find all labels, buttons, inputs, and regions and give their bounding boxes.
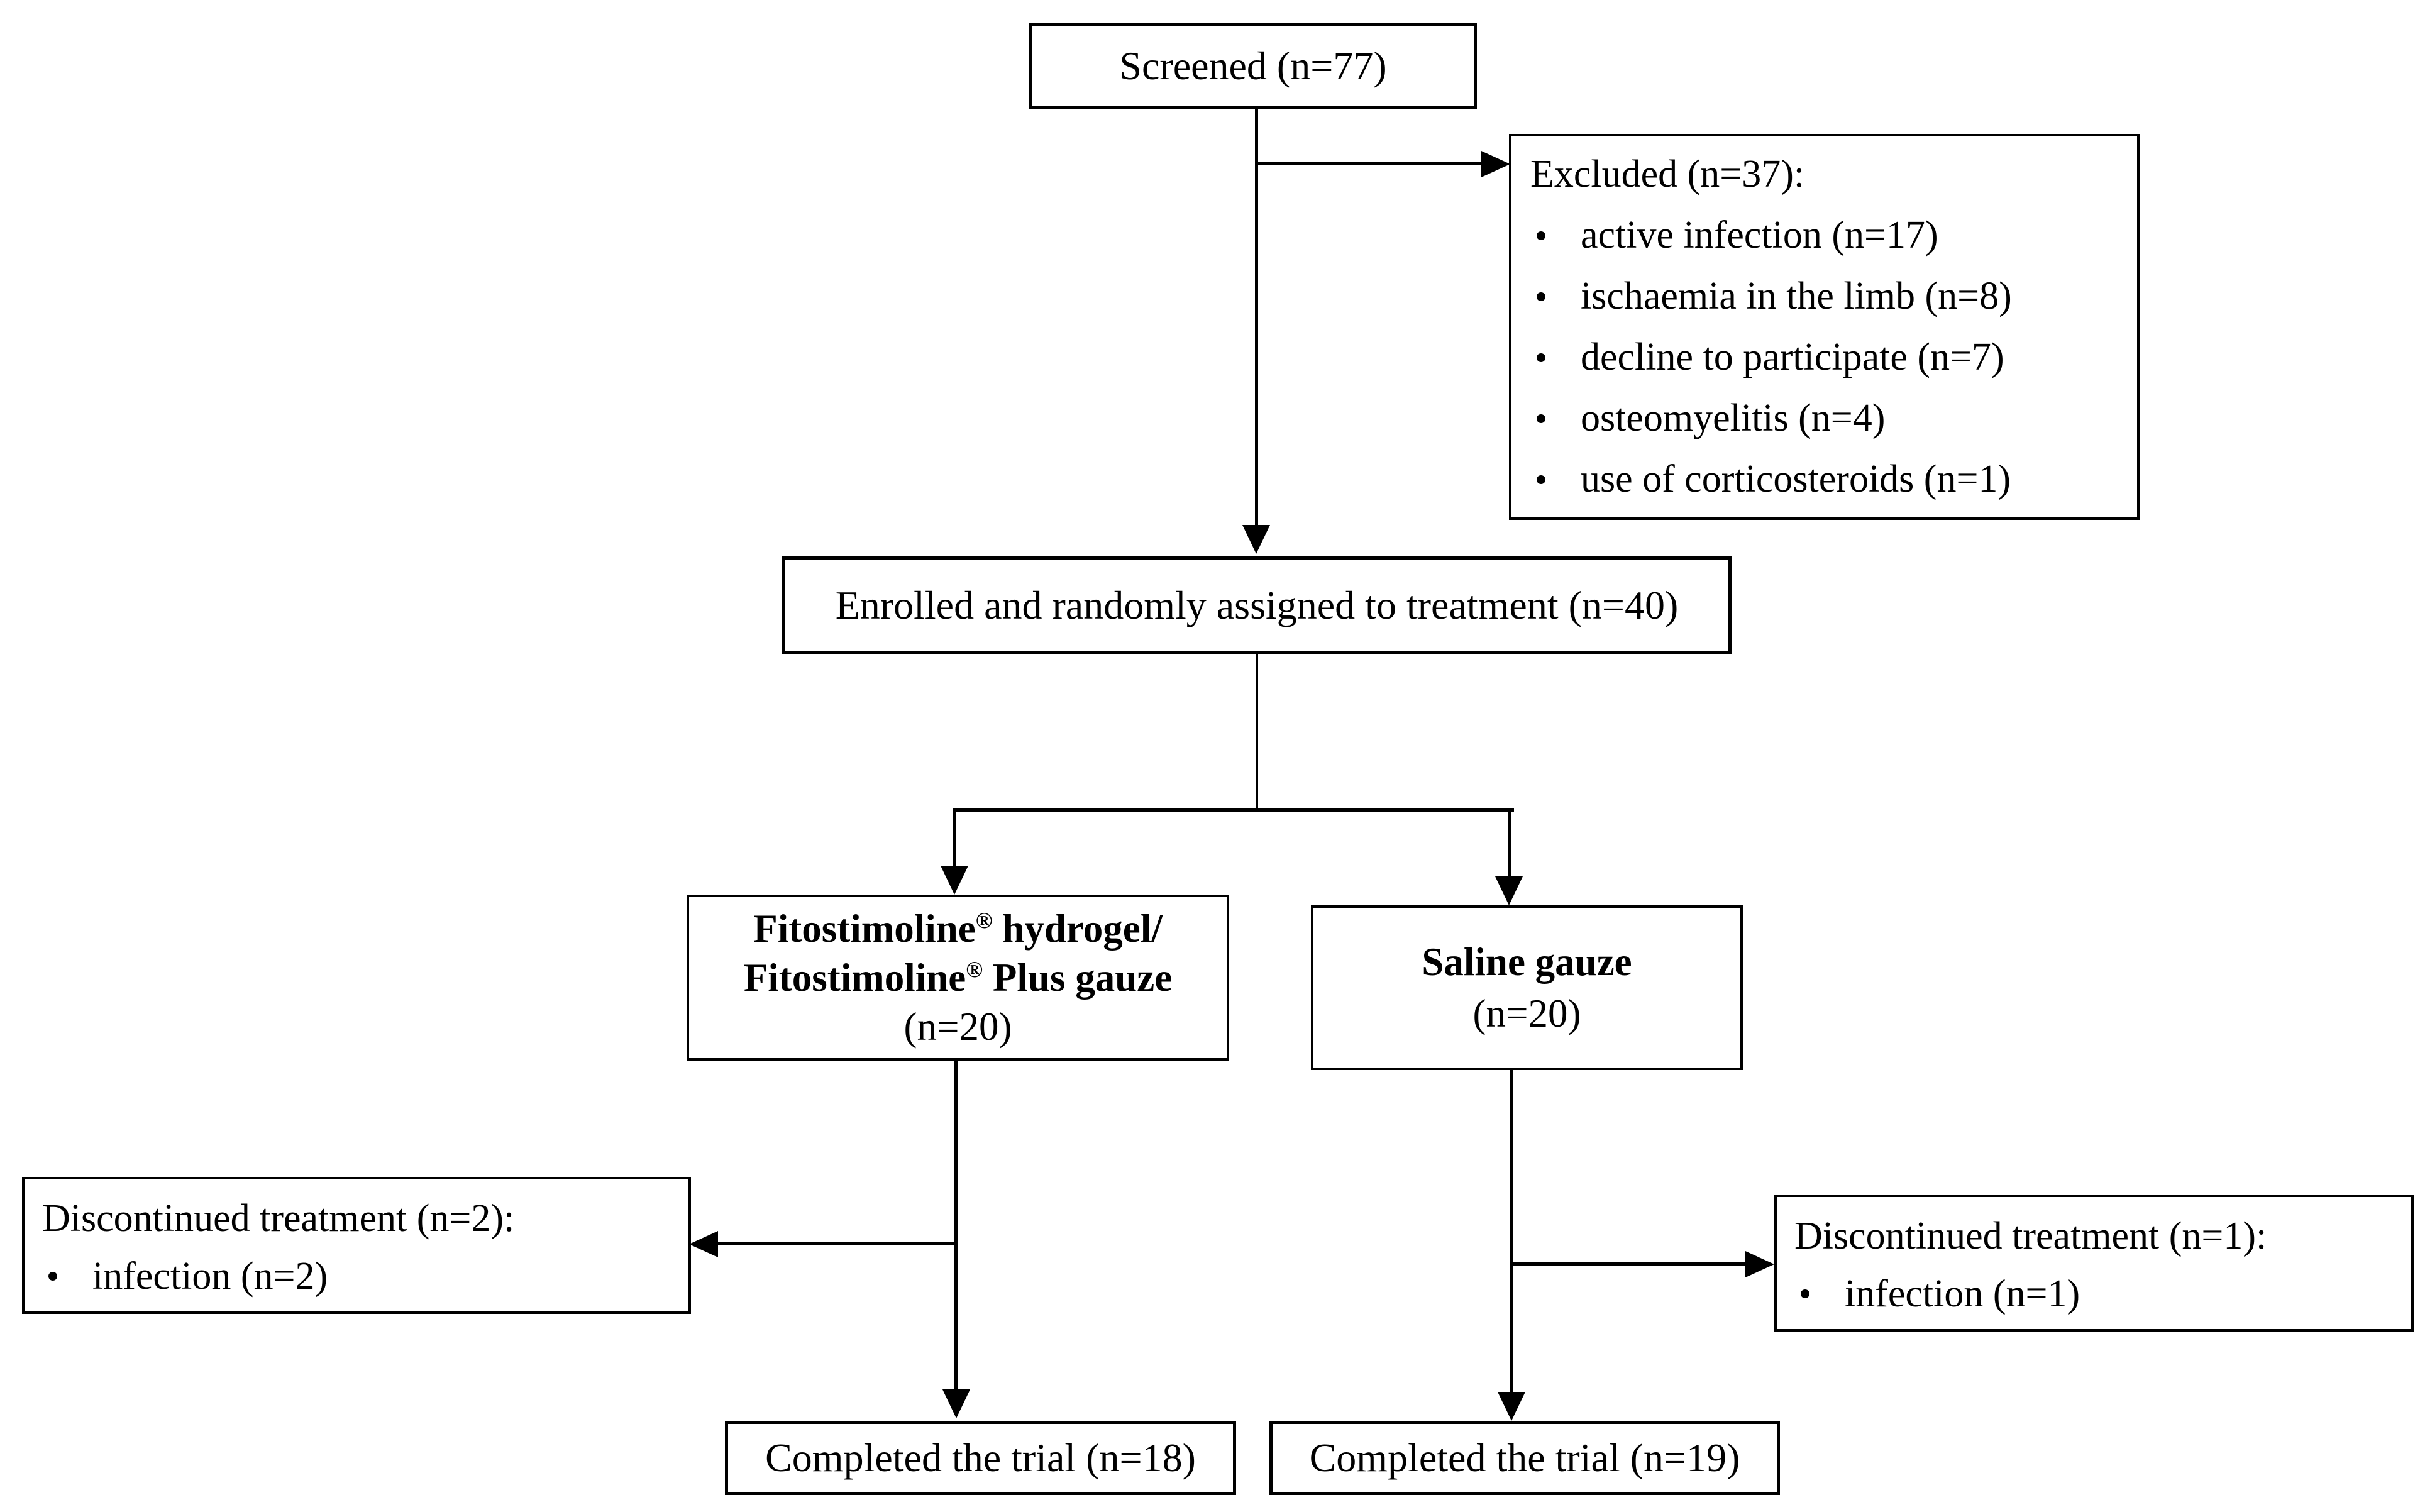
saline-arm-n: (n=20) <box>1472 991 1581 1035</box>
bullet-icon <box>1537 231 1545 240</box>
line-branch-to-discontinued-fitostimoline <box>718 1242 957 1245</box>
completed-saline-box: Completed the trial (n=19) <box>1269 1421 1780 1495</box>
list-item: use of corticosteroids (n=1) <box>1530 449 2127 510</box>
saline-arm-title: Saline gauze <box>1422 940 1632 984</box>
list-item: ischaemia in the limb (n=8) <box>1530 266 2127 327</box>
excluded-item-label: decline to participate (n=7) <box>1581 336 2004 378</box>
enrolled-box: Enrolled and randomly assigned to treatm… <box>782 556 1732 654</box>
bullet-icon <box>1537 292 1545 301</box>
discontinued-item-label: infection (n=2) <box>92 1254 328 1298</box>
list-item: infection (n=1) <box>1794 1265 2405 1323</box>
excluded-item-label: ischaemia in the limb (n=8) <box>1581 275 2012 317</box>
excluded-box: Excluded (n=37): active infection (n=17)… <box>1509 134 2140 520</box>
arrowhead-into-fitostimoline-arm <box>941 866 968 895</box>
registered-mark: ® <box>975 908 993 933</box>
arrowhead-into-discontinued-saline <box>1745 1251 1774 1277</box>
line-saline-to-completed <box>1510 1070 1513 1393</box>
fitostimoline-arm-box: Fitostimoline® hydrogel/ Fitostimoline® … <box>687 895 1229 1061</box>
bullet-icon <box>1537 475 1545 484</box>
excluded-item-label: use of corticosteroids (n=1) <box>1581 458 2011 500</box>
line-fitostimoline-to-completed <box>954 1061 958 1390</box>
list-item: infection (n=2) <box>42 1247 682 1305</box>
line-enrolled-to-split <box>1256 654 1258 810</box>
discontinued-fitostimoline-box: Discontinued treatment (n=2): infection … <box>22 1177 691 1314</box>
completed-label: Completed the trial (n=19) <box>1309 1435 1740 1480</box>
bullet-icon <box>48 1272 57 1281</box>
list-item: decline to participate (n=7) <box>1530 327 2127 388</box>
excluded-item-label: osteomyelitis (n=4) <box>1581 397 1886 439</box>
discontinued-title-row: Discontinued treatment (n=1): <box>1794 1207 2405 1265</box>
bullet-icon <box>1801 1289 1809 1298</box>
discontinued-item-label: infection (n=1) <box>1845 1272 2080 1315</box>
saline-arm-box: Saline gauze (n=20) <box>1311 905 1743 1070</box>
product-suffix: Plus gauze <box>983 956 1173 1000</box>
completed-fitostimoline-box: Completed the trial (n=18) <box>725 1421 1236 1495</box>
product-suffix: hydrogel/ <box>992 907 1163 951</box>
arrowhead-into-excluded <box>1481 151 1510 177</box>
excluded-item-label: active infection (n=17) <box>1581 214 1938 257</box>
bullet-icon <box>1537 353 1545 362</box>
line-branch-to-excluded <box>1256 162 1483 165</box>
fitostimoline-arm-title-line1: Fitostimoline® hydrogel/ <box>753 904 1162 953</box>
excluded-title-row: Excluded (n=37): <box>1530 144 2127 205</box>
enrolled-label: Enrolled and randomly assigned to treatm… <box>835 582 1679 627</box>
line-screened-to-enrolled <box>1255 109 1258 525</box>
line-branch-to-discontinued-saline <box>1511 1262 1747 1266</box>
bullet-icon <box>1537 414 1545 423</box>
screened-label: Screened (n=77) <box>1119 43 1387 88</box>
discontinued-saline-box: Discontinued treatment (n=1): infection … <box>1774 1195 2414 1332</box>
arrowhead-into-completed-saline <box>1498 1392 1525 1421</box>
arrowhead-into-discontinued-fitostimoline <box>689 1231 718 1257</box>
arrowhead-into-completed-fitostimoline <box>942 1389 970 1418</box>
line-split-to-saline-arm <box>1508 808 1511 877</box>
fitostimoline-arm-n: (n=20) <box>903 1005 1012 1049</box>
fitostimoline-arm-title-line2: Fitostimoline® Plus gauze <box>744 953 1172 1002</box>
discontinued-title: Discontinued treatment (n=2): <box>42 1196 515 1240</box>
line-split-to-fitostimoline-arm <box>953 808 956 866</box>
excluded-title: Excluded (n=37): <box>1530 153 1805 196</box>
list-item: osteomyelitis (n=4) <box>1530 388 2127 449</box>
arrowhead-into-enrolled <box>1242 525 1270 554</box>
list-item: active infection (n=17) <box>1530 205 2127 266</box>
screened-box: Screened (n=77) <box>1029 23 1477 109</box>
completed-label: Completed the trial (n=18) <box>765 1435 1196 1480</box>
brand-name: Fitostimoline <box>743 956 966 1000</box>
discontinued-title-row: Discontinued treatment (n=2): <box>42 1189 682 1247</box>
registered-mark: ® <box>966 957 983 982</box>
line-split-horizontal <box>954 808 1514 812</box>
brand-name: Fitostimoline <box>753 907 976 951</box>
discontinued-title: Discontinued treatment (n=1): <box>1794 1214 2267 1257</box>
arrowhead-into-saline-arm <box>1495 876 1523 905</box>
